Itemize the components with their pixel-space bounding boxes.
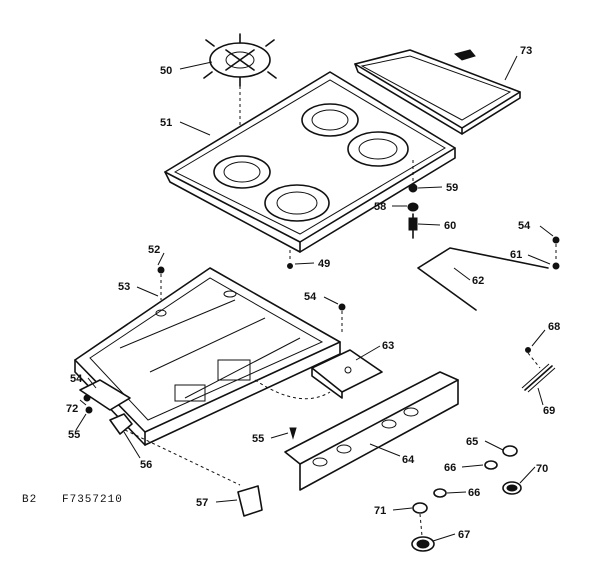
label-69: 69: [543, 405, 555, 417]
section-code: B2: [22, 494, 37, 506]
spring: [524, 365, 553, 391]
label-53: 53: [118, 281, 130, 293]
brace-bracket: [311, 349, 383, 399]
label-52: 52: [148, 244, 160, 256]
screw-54: [338, 303, 346, 311]
label-56: 56: [140, 459, 152, 471]
manifold-panel: [284, 371, 459, 491]
diagram-number: F7357210: [62, 494, 123, 506]
screw-52: [157, 266, 165, 274]
label-64: 64: [402, 454, 415, 466]
label-73: 73: [520, 45, 532, 57]
label-63: 63: [382, 340, 394, 352]
label-67: 67: [458, 529, 470, 541]
label-72: 72: [66, 403, 78, 415]
label-66-top: 66: [444, 462, 456, 474]
label-57: 57: [196, 497, 208, 509]
label-54-top: 54: [518, 220, 531, 232]
screw-49: [287, 263, 293, 269]
label-66-bottom: 66: [468, 487, 480, 499]
label-61: 61: [510, 249, 522, 261]
wire-rod: [417, 247, 549, 311]
label-71: 71: [374, 505, 386, 517]
label-50: 50: [160, 65, 172, 77]
label-60: 60: [444, 220, 456, 232]
cooktop-cover: [354, 49, 521, 135]
burner-grate: [203, 33, 277, 87]
label-54-middle: 54: [304, 291, 317, 303]
label-59: 59: [446, 182, 458, 194]
label-70: 70: [536, 463, 548, 475]
label-62: 62: [472, 275, 484, 287]
bracket-57: [237, 485, 263, 517]
cooktop-panel: [164, 71, 456, 253]
valve-assembly: [79, 379, 241, 486]
label-68: 68: [548, 321, 560, 333]
label-55-middle: 55: [252, 433, 264, 445]
label-58: 58: [374, 201, 386, 213]
burner-hardware: [407, 160, 419, 239]
knobs: [411, 445, 522, 552]
label-51: 51: [160, 117, 172, 129]
label-65: 65: [466, 436, 478, 448]
label-55-left: 55: [68, 429, 80, 441]
label-54-left: 54: [70, 373, 83, 385]
label-49: 49: [318, 258, 330, 270]
